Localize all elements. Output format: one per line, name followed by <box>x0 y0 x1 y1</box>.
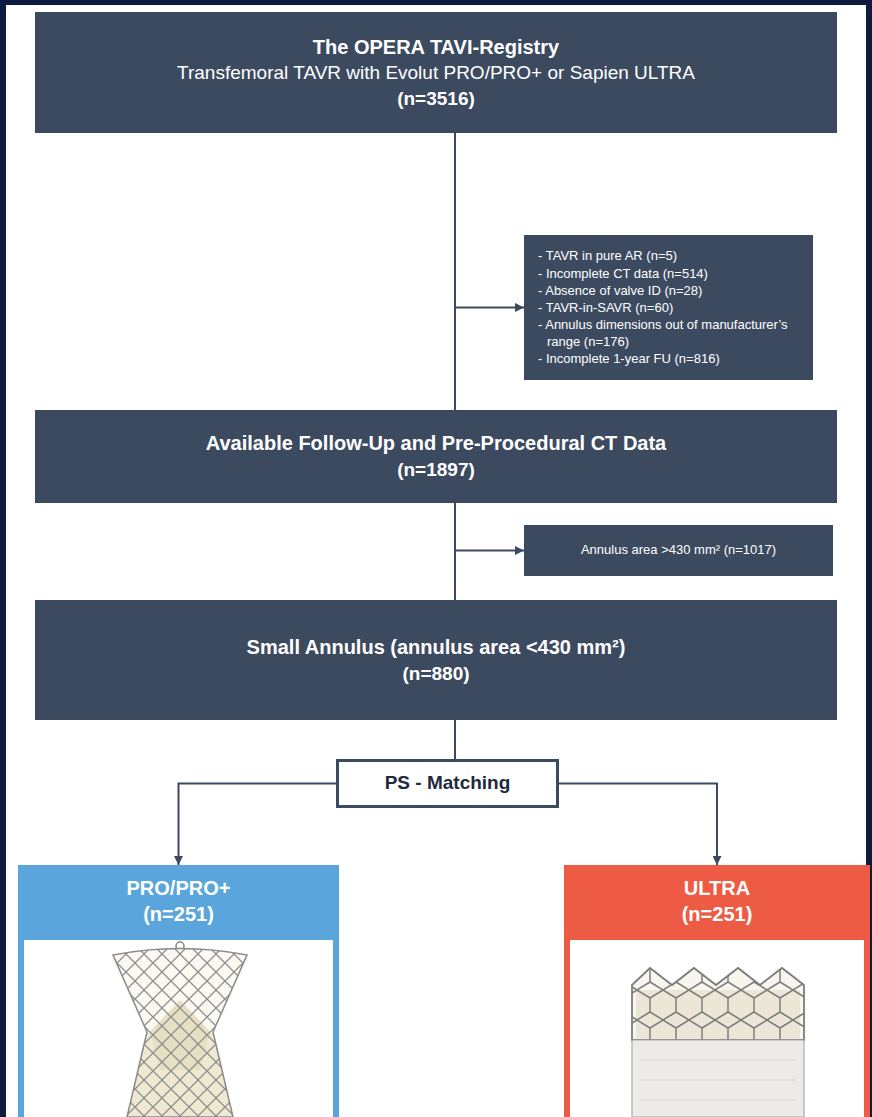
connector <box>559 784 717 866</box>
registry-box: The OPERA TAVI-RegistryTransfemoral TAVR… <box>35 12 837 133</box>
matching-box: PS - Matching <box>336 759 559 808</box>
exclusion-item: - TAVR in pure AR (n=5) <box>538 247 799 264</box>
box-text: (n=880) <box>51 661 821 687</box>
sapien-valve <box>632 968 804 1117</box>
exclusion-item: - Annulus dimensions out of manufacturer… <box>538 316 799 350</box>
box-text: (n=251) <box>28 901 329 927</box>
box-text: Transfemoral TAVR with Evolut PRO/PRO+ o… <box>51 60 821 86</box>
box-heading: Small Annulus (annulus area <430 mm²) <box>51 634 821 661</box>
exclusion-item: - Absence of valve ID (n=28) <box>538 282 799 299</box>
evolut-valve <box>113 942 247 1117</box>
connector <box>455 503 524 551</box>
connector <box>179 784 337 866</box>
exclusion-item: - TAVR-in-SAVR (n=60) <box>538 299 799 316</box>
group-box: PRO/PRO+(n=251) <box>18 865 339 1117</box>
exclusion-box: Annulus area >430 mm² (n=1017) <box>524 525 833 576</box>
box-text: (n=251) <box>574 901 860 927</box>
process-box: Available Follow-Up and Pre-Procedural C… <box>35 410 837 503</box>
box-heading: ULTRA <box>574 875 860 901</box>
exclusion-box: - TAVR in pure AR (n=5)- Incomplete CT d… <box>524 235 813 380</box>
box-text: (n=1897) <box>51 457 821 483</box>
connector <box>455 133 524 308</box>
box-text: (n=3516) <box>51 86 821 112</box>
image-panel <box>570 940 864 1117</box>
group-box: ULTRA(n=251) <box>564 865 870 1117</box>
box-heading: Available Follow-Up and Pre-Procedural C… <box>51 430 821 457</box>
connector <box>454 720 456 759</box>
process-box: Small Annulus (annulus area <430 mm²)(n=… <box>35 600 837 720</box>
exclusion-item: - Incomplete CT data (n=514) <box>538 265 799 282</box>
box-heading: Annulus area >430 mm² (n=1017) <box>534 542 823 559</box>
exclusion-item: - Incomplete 1-year FU (n=816) <box>538 350 799 367</box>
box-heading: PRO/PRO+ <box>28 875 329 901</box>
box-heading: PS - Matching <box>349 771 546 796</box>
image-panel <box>24 940 333 1117</box>
box-heading: The OPERA TAVI-Registry <box>51 34 821 60</box>
